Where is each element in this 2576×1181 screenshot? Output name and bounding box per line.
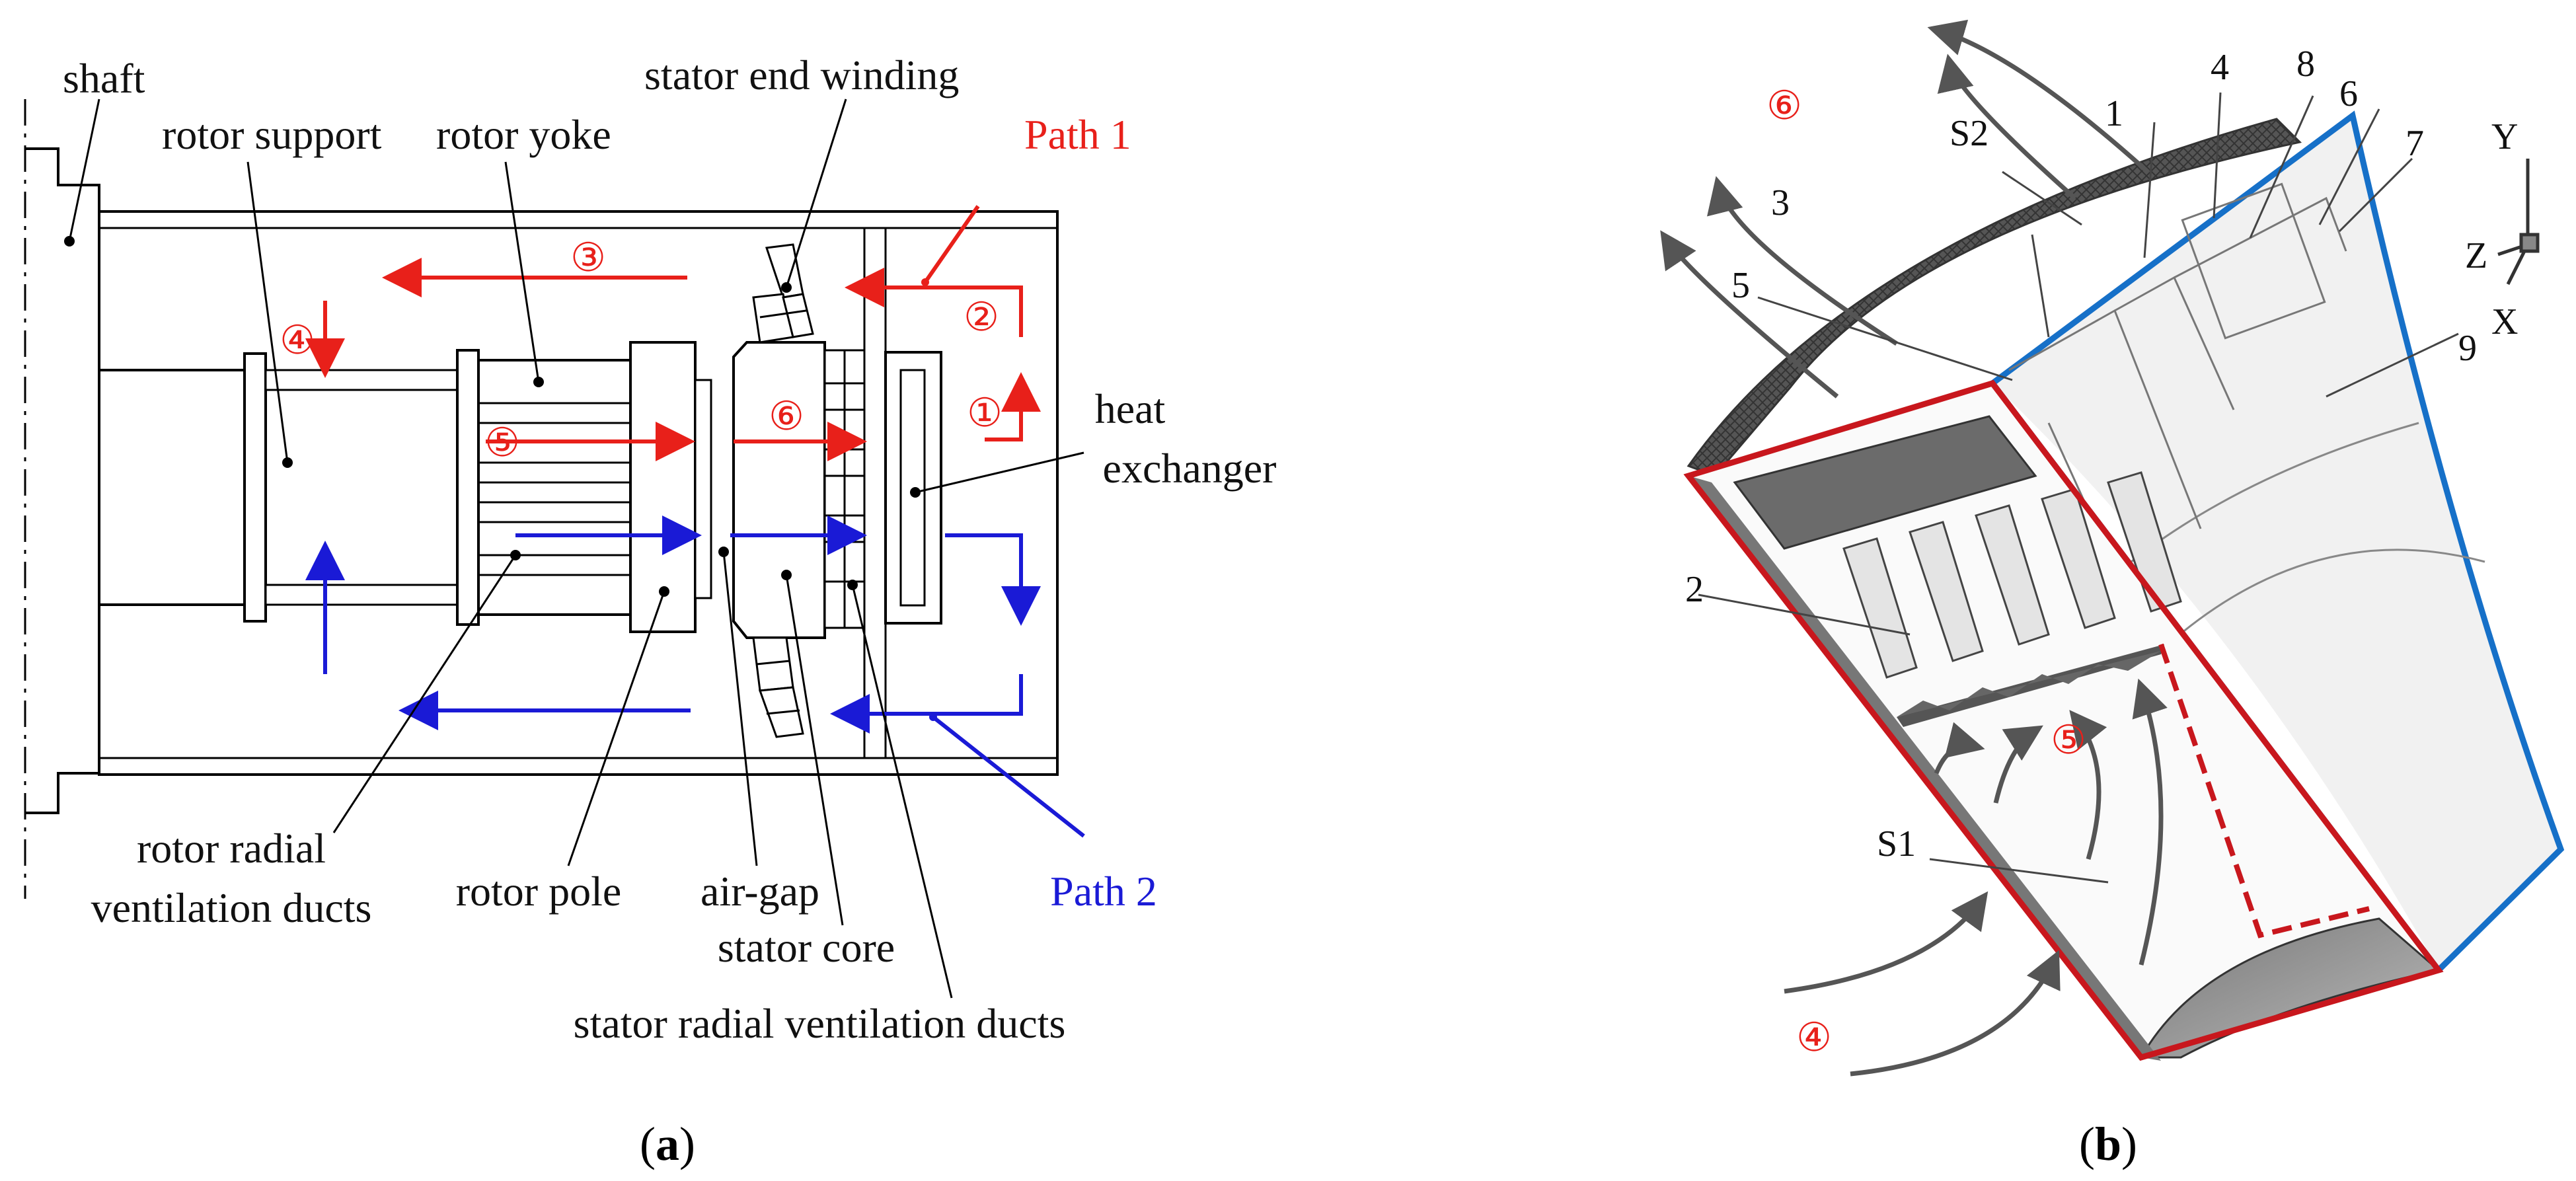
shaft-body [98,369,249,606]
axis-y-label: Y [2491,116,2518,157]
rotor-yoke-flange [456,349,480,626]
label-8: 8 [2296,44,2315,85]
axis-triad [2497,159,2540,286]
marker-b-4: ④ [1796,1016,1832,1059]
outline-red [1683,379,2444,1061]
label-heat: heat [1095,385,1166,432]
label-s1: S1 [1877,823,1916,864]
pole-shoe [694,379,712,599]
label-rotor-yoke: rotor yoke [436,111,611,158]
stator-end-winding [752,243,814,738]
marker-b-5: ⑤ [2051,718,2086,762]
marker-3: ③ [570,236,606,280]
marker-5: ⑤ [484,421,520,465]
rotor-pole [629,341,697,633]
axis-x-label: X [2491,301,2518,342]
marker-6: ⑥ [769,395,804,438]
label-stator-core: stator core [718,924,895,971]
label-7: 7 [2406,123,2424,164]
label-1: 1 [2105,93,2123,134]
label-rotor-radial: rotor radial [137,825,326,872]
boundary-dashed [2158,643,2370,938]
marker-2: ② [964,295,999,339]
marker-4: ④ [280,319,315,362]
axis-z-label: Z [2465,235,2487,276]
label-path-2: Path 2 [1050,868,1157,915]
label-rotor-pole: rotor pole [456,868,622,915]
label-3: 3 [1771,182,1790,223]
path-1-arrows [305,205,1041,461]
outline-blue [1990,110,2565,973]
label-exchanger: exchanger [1103,445,1277,492]
label-stator-radial: stator radial ventilation ducts [574,1000,1066,1047]
leader-lines-b [1698,92,2459,884]
path-2-arrows [305,515,1085,838]
marker-b-6: ⑥ [1766,84,1802,128]
flow-arrows [1660,19,2168,1077]
label-5: 5 [1731,265,1750,306]
panel-a: shaft rotor support rotor yoke stator en… [24,52,1277,1170]
label-9: 9 [2458,328,2477,369]
label-s2: S2 [1950,113,1989,154]
leader-lines [68,98,1084,999]
panel-b: 1 2 3 4 5 6 7 8 9 S1 S2 X Y Z ⑥ ⑤ ④ (b) [1660,19,2565,1170]
stator-core [732,341,826,639]
face-s2 [1992,116,2561,970]
marker-1: ① [967,391,1003,435]
rotor-support [243,352,267,623]
label-ventilation-ducts: ventilation ducts [91,884,372,931]
label-4: 4 [2211,47,2229,88]
label-air-gap: air-gap [701,868,819,915]
stator-mesh-band [1686,118,2302,477]
label-stator-end-winding: stator end winding [644,52,959,98]
label-2: 2 [1685,569,1704,610]
caption-b: (b) [2079,1118,2137,1170]
rotor-radial-ducts [478,402,630,576]
label-rotor-support: rotor support [162,111,382,158]
caption-a: (a) [640,1118,695,1170]
label-6: 6 [2339,73,2358,114]
rotor-ducts [1842,471,2182,679]
shaft-outline [25,147,100,814]
label-shaft: shaft [63,55,145,102]
label-path-1: Path 1 [1024,111,1131,158]
